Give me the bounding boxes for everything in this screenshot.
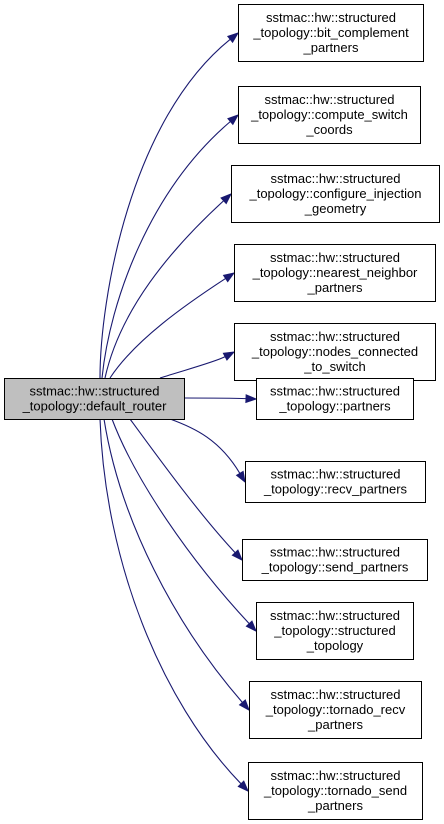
node-label-line: sstmac::hw::structured bbox=[264, 92, 394, 107]
node-nearest_neighbor_partners[interactable]: sstmac::hw::structured_topology::nearest… bbox=[234, 244, 436, 302]
edge-default_router-to-structured_topology bbox=[111, 418, 257, 633]
node-box bbox=[256, 602, 414, 660]
node-recv_partners[interactable]: sstmac::hw::structured_topology::recv_pa… bbox=[245, 461, 426, 503]
node-box bbox=[4, 378, 185, 420]
edge-default_router-to-tornado_recv_partners bbox=[103, 418, 250, 712]
arrowhead bbox=[226, 32, 240, 44]
node-label-line: _partners bbox=[307, 280, 363, 295]
node-label-line: sstmac::hw::structured bbox=[270, 467, 400, 482]
node-label-line: _to_switch bbox=[303, 359, 365, 374]
node-label-line: _topology::nearest_neighbor bbox=[252, 265, 418, 280]
edge-line bbox=[111, 418, 250, 625]
node-label-line: _topology::default_router bbox=[22, 399, 167, 414]
node-box bbox=[234, 244, 436, 302]
node-label-line: _topology::bit_complement bbox=[252, 25, 409, 40]
arrowhead bbox=[245, 394, 258, 404]
nodes-layer: sstmac::hw::structured_topology::default… bbox=[4, 4, 440, 820]
edge-default_router-to-bit_complement_partners bbox=[99, 32, 240, 379]
node-tornado_send_partners[interactable]: sstmac::hw::structured_topology::tornado… bbox=[248, 762, 423, 820]
edge-line bbox=[159, 356, 226, 379]
node-label-line: sstmac::hw::structured bbox=[270, 687, 400, 702]
edge-default_router-to-configure_injection_geometry bbox=[104, 193, 233, 379]
node-label-line: sstmac::hw::structured bbox=[270, 545, 400, 560]
node-label-line: _topology::tornado_send bbox=[263, 783, 407, 798]
edge-line bbox=[101, 121, 231, 379]
node-configure_injection_geometry[interactable]: sstmac::hw::structured_topology::configu… bbox=[231, 165, 440, 223]
edge-default_router-to-tornado_send_partners bbox=[99, 418, 249, 793]
edge-default_router-to-partners bbox=[183, 394, 258, 404]
node-box bbox=[238, 86, 421, 144]
edge-default_router-to-send_partners bbox=[129, 418, 243, 562]
node-label-line: _topology::tornado_recv bbox=[265, 702, 406, 717]
node-label-line: _topology::compute_switch bbox=[250, 107, 408, 122]
node-box bbox=[231, 165, 440, 223]
node-label-line: sstmac::hw::structured bbox=[29, 384, 159, 399]
edge-line bbox=[129, 418, 236, 554]
node-label-line: sstmac::hw::structured bbox=[270, 608, 400, 623]
node-label-line: sstmac::hw::structured bbox=[270, 250, 400, 265]
node-label-line: sstmac::hw::structured bbox=[266, 10, 396, 25]
edge-line bbox=[104, 200, 225, 379]
node-box bbox=[256, 378, 414, 420]
arrowhead bbox=[231, 549, 243, 562]
node-tornado_recv_partners[interactable]: sstmac::hw::structured_topology::tornado… bbox=[249, 681, 422, 739]
node-label-line: _partners bbox=[303, 40, 359, 55]
node-label-line: _partners bbox=[307, 798, 363, 813]
node-label-line: sstmac::hw::structured bbox=[270, 384, 400, 399]
node-label-line: _topology::nodes_connected bbox=[251, 344, 418, 359]
node-box bbox=[245, 461, 426, 503]
node-label-line: _topology::structured bbox=[273, 623, 395, 638]
node-label-line: _coords bbox=[305, 122, 353, 137]
edge-line bbox=[99, 38, 231, 379]
node-box bbox=[248, 762, 423, 820]
edge-line bbox=[169, 418, 241, 474]
node-label-line: _geometry bbox=[304, 201, 367, 216]
edge-line bbox=[183, 397, 247, 400]
arrowhead bbox=[235, 470, 246, 484]
node-compute_switch_coords[interactable]: sstmac::hw::structured_topology::compute… bbox=[238, 86, 421, 144]
node-bit_complement_partners[interactable]: sstmac::hw::structured_topology::bit_com… bbox=[238, 4, 424, 62]
edge-default_router-to-nodes_connected_to_switch bbox=[159, 351, 236, 379]
arrowhead bbox=[222, 272, 236, 283]
edge-default_router-to-compute_switch_coords bbox=[101, 114, 240, 379]
arrowhead bbox=[222, 351, 236, 361]
edges-layer bbox=[99, 32, 258, 793]
node-label-line: _topology::configure_injection bbox=[248, 186, 421, 201]
node-default_router[interactable]: sstmac::hw::structured_topology::default… bbox=[4, 378, 185, 420]
edge-default_router-to-recv_partners bbox=[169, 418, 246, 484]
arrowhead bbox=[220, 193, 233, 205]
node-label-line: _topology::recv_partners bbox=[263, 482, 408, 497]
edge-line bbox=[99, 418, 242, 785]
node-label-line: sstmac::hw::structured bbox=[270, 768, 400, 783]
node-label-line: _topology::send_partners bbox=[261, 560, 409, 575]
node-label-line: _partners bbox=[307, 717, 363, 732]
node-box bbox=[238, 4, 424, 62]
node-label-line: sstmac::hw::structured bbox=[270, 329, 400, 344]
node-structured_topology[interactable]: sstmac::hw::structured_topology::structu… bbox=[256, 602, 414, 660]
edge-line bbox=[103, 418, 243, 703]
node-partners[interactable]: sstmac::hw::structured_topology::partner… bbox=[256, 378, 414, 420]
edge-line bbox=[109, 278, 226, 379]
edge-default_router-to-nearest_neighbor_partners bbox=[109, 272, 236, 379]
arrowhead bbox=[245, 620, 257, 633]
node-send_partners[interactable]: sstmac::hw::structured_topology::send_pa… bbox=[242, 539, 428, 581]
node-label-line: _topology bbox=[306, 638, 364, 653]
arrowhead bbox=[237, 780, 249, 793]
arrowhead bbox=[238, 699, 250, 712]
node-label-line: sstmac::hw::structured bbox=[270, 171, 400, 186]
node-label-line: _topology::partners bbox=[278, 399, 391, 414]
node-box bbox=[242, 539, 428, 581]
node-box bbox=[249, 681, 422, 739]
arrowhead bbox=[227, 114, 240, 126]
node-nodes_connected_to_switch[interactable]: sstmac::hw::structured_topology::nodes_c… bbox=[234, 323, 436, 381]
node-box bbox=[234, 323, 436, 381]
